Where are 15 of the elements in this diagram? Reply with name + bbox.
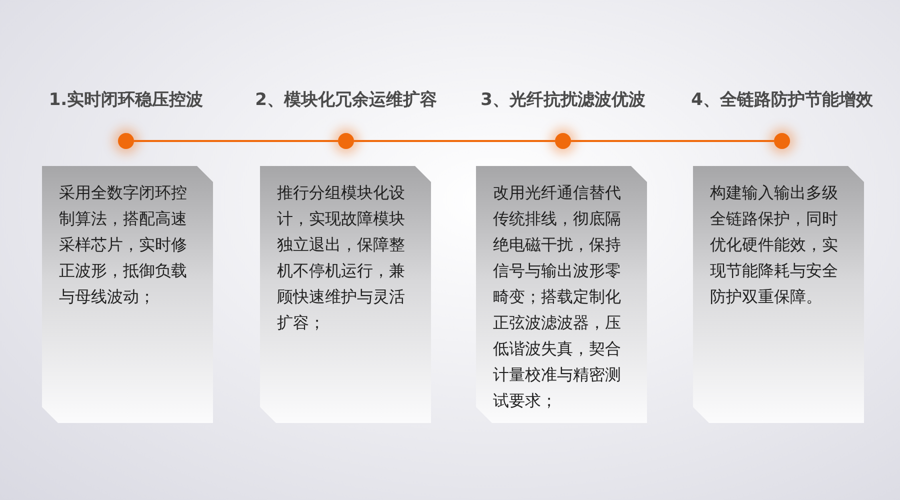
text-card xyxy=(42,166,213,423)
step-title: 3、光纤抗扰滤波优波 xyxy=(480,89,646,112)
step-title: 4、全链路防护节能增效 xyxy=(691,89,873,112)
step-title: 1.实时闭环稳压控波 xyxy=(48,89,204,112)
card-text: 推行分组模块化设计，实现故障模块独立退出，保障整机不停机运行，兼顾快速维护与灵活扩容； xyxy=(277,182,406,334)
text-card xyxy=(476,166,647,423)
timeline-line xyxy=(354,140,555,142)
text-card xyxy=(260,166,431,423)
step-title: 2、模块化冗余运维扩容 xyxy=(255,89,437,112)
timeline-line xyxy=(134,140,338,142)
card-text: 采用全数字闭环控制算法，搭配高速采样芯片，实时修正波形，抵御负载与母线波动； xyxy=(59,182,188,308)
text-card xyxy=(693,166,864,423)
card-text: 改用光纤通信替代传统排线，彻底隔绝电磁干扰，保持信号与输出波形零畸变；搭载定制化正弦波滤波器，压低谐波失真，契合计量校准与精密测试要求； xyxy=(493,182,622,412)
timeline-line xyxy=(571,140,774,142)
card-text: 构建输入输出多级全链路保护，同时优化硬件能效，实现节能降耗与安全防护双重保障。 xyxy=(710,182,839,308)
